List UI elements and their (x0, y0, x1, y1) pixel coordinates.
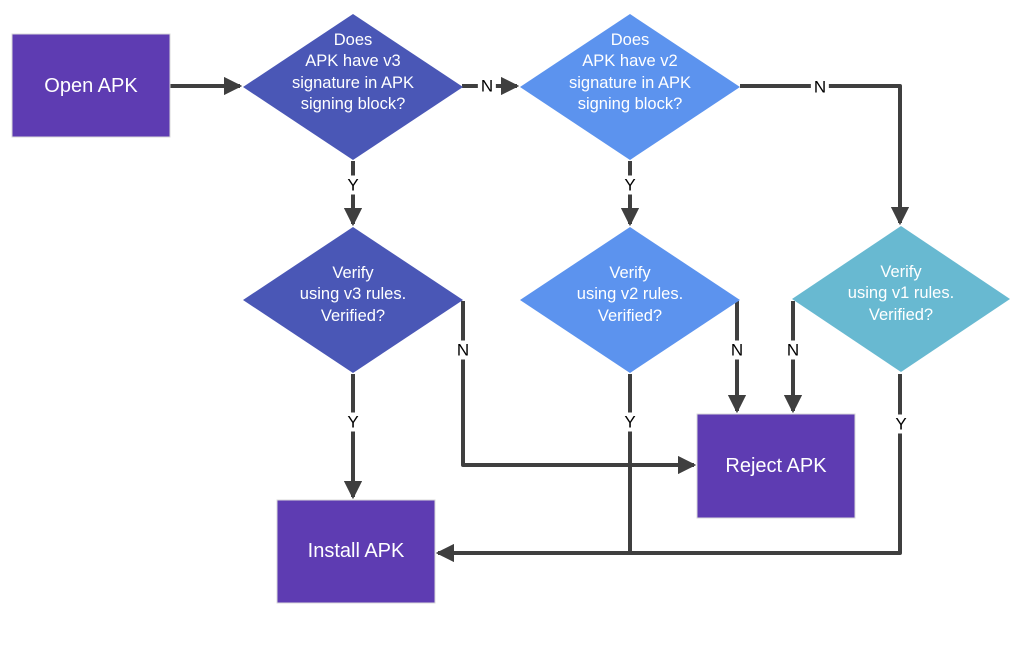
edge-label-v1verify-yes: Y (892, 414, 910, 434)
node-shape-reject-apk (696, 413, 856, 519)
edge-label-v2verify-yes: Y (621, 412, 639, 432)
edge-label-v3check-no: N (477, 76, 497, 96)
node-shape-v3-check-diamond (243, 14, 463, 160)
edge-label-v3check-yes: Y (344, 175, 362, 195)
node-shape-v2-check-diamond (520, 14, 740, 160)
edge-label-v3verify-yes: Y (344, 412, 362, 432)
node-shape-open-apk (11, 33, 171, 138)
node-shape-v2-verify-diamond (520, 227, 740, 373)
edge-label-v2verify-no: N (727, 340, 747, 360)
edge-v2check-no-to-v1verify (740, 84, 910, 226)
node-shape-v1-verify-diamond (792, 226, 1010, 372)
node-shape-v3-verify-diamond (243, 227, 463, 373)
edge-label-v1verify-no: N (783, 340, 803, 360)
edge-label-v2check-no: N (810, 77, 830, 97)
edge-label-v2check-yes: Y (621, 175, 639, 195)
edge-v1verify-yes-to-install (435, 374, 902, 563)
edge-label-v3verify-no: N (453, 340, 473, 360)
node-shape-install-apk (276, 499, 436, 604)
